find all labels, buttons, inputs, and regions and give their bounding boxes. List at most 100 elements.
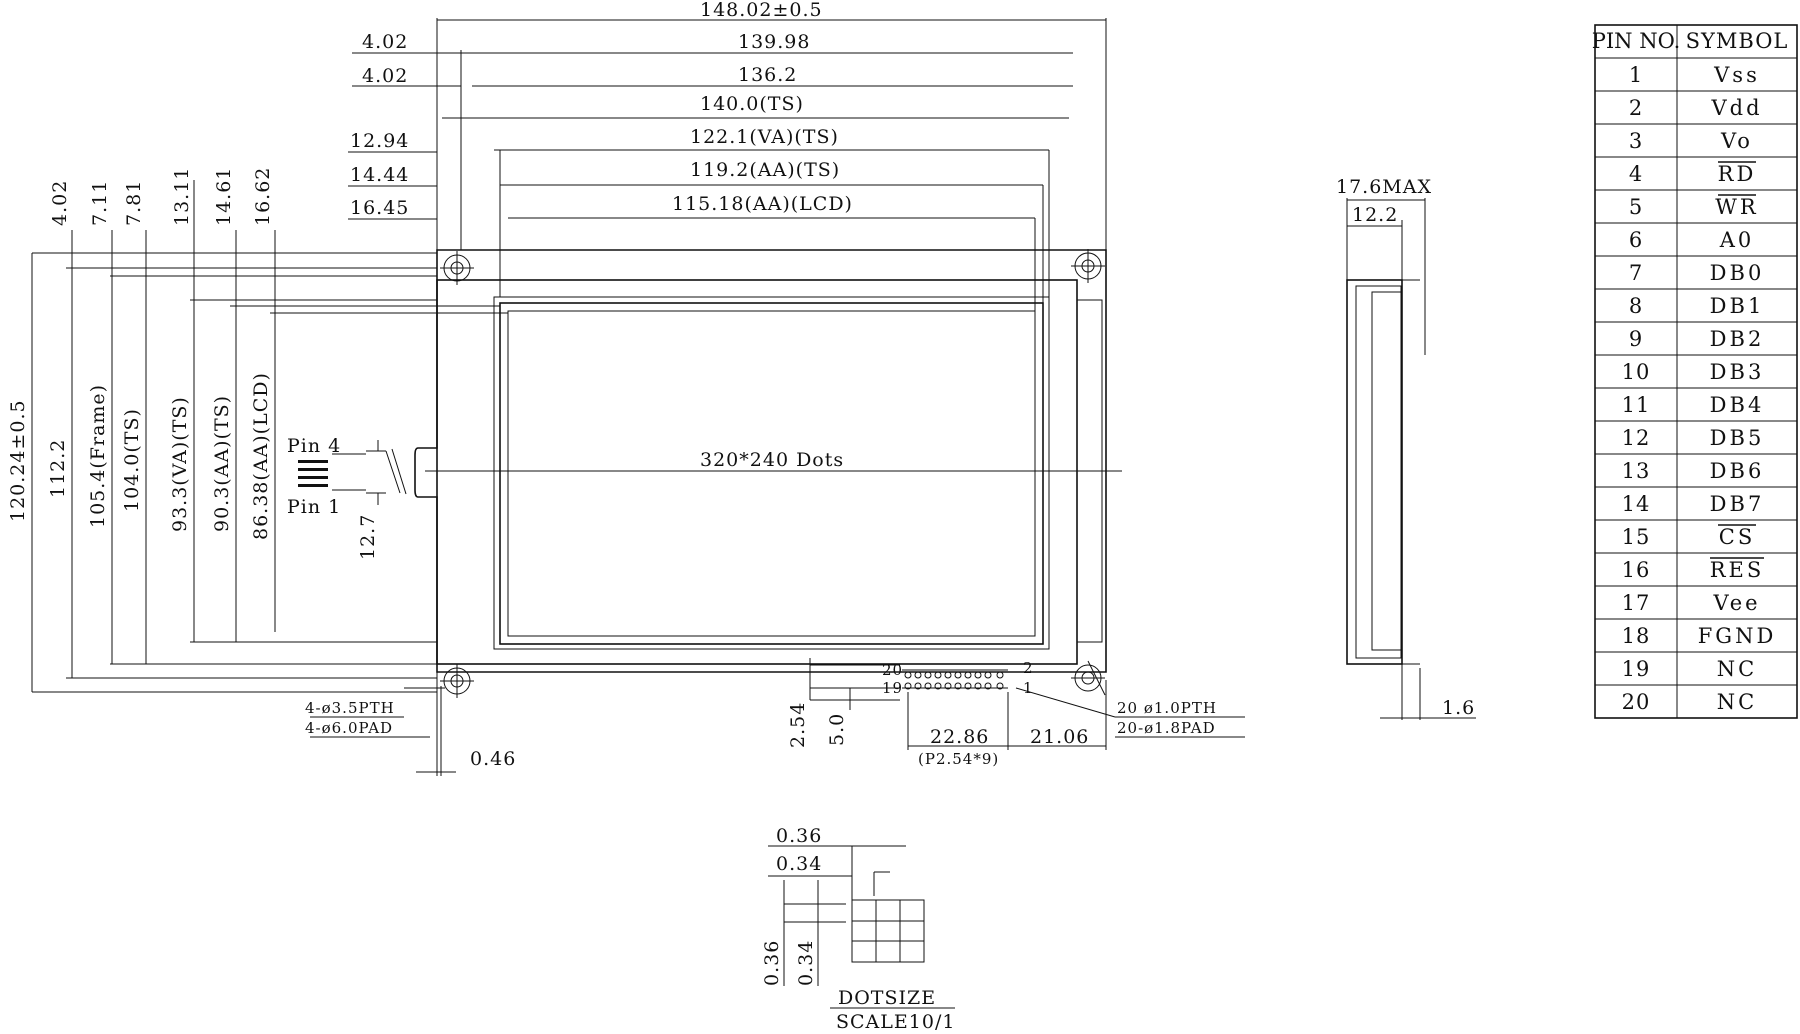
pin-number: 16 (1622, 558, 1651, 582)
dim-top-16-62: 16.62 (252, 167, 274, 226)
dim-136-2: 136.2 (738, 64, 797, 86)
hole-pth-label: 4-ø3.5PTH (305, 699, 395, 717)
pin-symbol: NC (1717, 657, 1757, 681)
pin-symbol: Vee (1712, 591, 1760, 615)
bezel-frame (436, 279, 1078, 665)
dot-size-title: DOTSIZE (838, 987, 936, 1009)
hole-pad-label: 4-ø6.0PAD (305, 719, 393, 737)
dot-0-34-a: 0.34 (776, 853, 822, 875)
pin-number: 1 (1629, 63, 1643, 87)
mounting-hole-top-left (440, 251, 474, 285)
dim-top-7-81: 7.81 (123, 180, 145, 226)
pin-number: 6 (1629, 228, 1643, 252)
dim-top-4-02: 4.02 (49, 180, 71, 226)
viewing-area (499, 302, 1044, 645)
dim-2-54: 2.54 (787, 702, 809, 748)
pin-number: 2 (1629, 96, 1643, 120)
mounting-hole-bottom-left (440, 664, 474, 698)
dim-left-4-02-a: 4.02 (362, 31, 408, 53)
dim-139-98: 139.98 (738, 31, 810, 53)
dim-height-total: 120.24±0.5 (7, 399, 29, 522)
pin-number: 4 (1629, 162, 1643, 186)
dim-90-3: 90.3(AA)(TS) (211, 395, 233, 532)
pin-number: 10 (1622, 360, 1651, 384)
dim-width-total: 148.02±0.5 (700, 0, 823, 21)
pin-number: 15 (1622, 525, 1651, 549)
left-dimension-lines (31, 180, 508, 693)
dim-22-86: 22.86 (930, 726, 989, 748)
dim-top-14-61: 14.61 (213, 167, 235, 226)
dim-top-7-11: 7.11 (89, 180, 111, 226)
dim-5-0: 5.0 (826, 713, 848, 746)
dot-size-detail: 0.36 0.34 0.36 0.34 DOTSIZE SCALE10/1 (761, 825, 955, 1033)
dot-0-34-b: 0.34 (795, 940, 817, 986)
dim-0-46: 0.46 (470, 748, 516, 770)
dim-frame: 105.4(Frame) (87, 384, 109, 528)
pin-number: 3 (1629, 129, 1643, 153)
mounting-hole-bottom-right (1071, 660, 1106, 696)
side-12-2: 12.2 (1352, 204, 1398, 226)
dim-left-12-94: 12.94 (350, 130, 409, 152)
side-body (1346, 279, 1403, 665)
pin-symbol: DB5 (1710, 426, 1765, 450)
pin-number: 20 (1622, 690, 1651, 714)
pin-symbol: Vdd (1710, 96, 1762, 120)
dim-left-4-02-b: 4.02 (362, 65, 408, 87)
pin-symbol: CS (1719, 525, 1755, 549)
pin-table-border (1594, 24, 1798, 719)
pin-symbol: DB6 (1710, 459, 1765, 483)
dim-119-2: 119.2(AA)(TS) (690, 159, 840, 181)
pin-symbol: RD (1718, 162, 1757, 186)
dim-left-16-45: 16.45 (350, 197, 409, 219)
touch-flex-cable (298, 440, 407, 505)
pin4-label: Pin 4 (287, 435, 341, 457)
pcb-outline (414, 249, 1107, 673)
bottom-dimension-lines (310, 658, 1245, 776)
pin-number: 19 (1622, 657, 1651, 681)
active-area (507, 310, 1036, 637)
pin-symbol: DB0 (1710, 261, 1765, 285)
pin-table-header-symbol: SYMBOL (1686, 29, 1789, 53)
pad-pth-label: 20 ø1.0PTH (1117, 699, 1217, 717)
dim-112-2: 112.2 (47, 439, 69, 498)
front-view: 320*240 Dots Pin 4 Pin 1 12.7 (7, 0, 1245, 776)
pin-symbol: WR (1715, 195, 1758, 219)
side-view: 17.6MAX 12.2 1.6 (1336, 176, 1476, 720)
pin-number: 18 (1622, 624, 1651, 648)
pin-symbol: FGND (1698, 624, 1777, 648)
dim-12-7: 12.7 (357, 514, 379, 560)
pin-symbol: Vss (1713, 63, 1760, 87)
dot-0-36-b: 0.36 (761, 940, 783, 986)
dim-122-1: 122.1(VA)(TS) (690, 126, 839, 148)
dim-93-3: 93.3(VA)(TS) (169, 396, 191, 532)
pin-symbol: DB2 (1710, 327, 1765, 351)
dim-115-18: 115.18(AA)(LCD) (672, 193, 853, 215)
dim-pitch: (P2.54*9) (918, 750, 999, 768)
pad-pad-label: 20-ø1.8PAD (1117, 719, 1216, 737)
conn-label-20: 20 (882, 661, 903, 679)
pin-symbol: Vo (1720, 129, 1753, 153)
side-1-6: 1.6 (1442, 697, 1475, 719)
pin-symbol: DB7 (1710, 492, 1765, 516)
dot-0-36-a: 0.36 (776, 825, 822, 847)
mounting-hole-top-right (1071, 249, 1105, 283)
conn-label-1: 1 (1023, 679, 1034, 697)
pin-number: 14 (1622, 492, 1651, 516)
connector-pads (902, 669, 1008, 690)
dim-top-13-11: 13.11 (171, 167, 193, 226)
side-17-6max: 17.6MAX (1336, 176, 1432, 198)
dim-21-06: 21.06 (1030, 726, 1089, 748)
pin-number: 12 (1622, 426, 1651, 450)
pin-symbol: RES (1710, 558, 1765, 582)
pin1-label: Pin 1 (287, 496, 341, 518)
pin-number: 17 (1622, 591, 1651, 615)
pin-number: 5 (1629, 195, 1643, 219)
dots-label: 320*240 Dots (700, 449, 844, 471)
pin-table-header-no: PIN NO. (1592, 29, 1681, 53)
pin-number: 9 (1629, 327, 1643, 351)
touch-screen-outline (493, 296, 1050, 650)
pin-symbol: NC (1717, 690, 1757, 714)
pin-symbol: DB3 (1710, 360, 1765, 384)
